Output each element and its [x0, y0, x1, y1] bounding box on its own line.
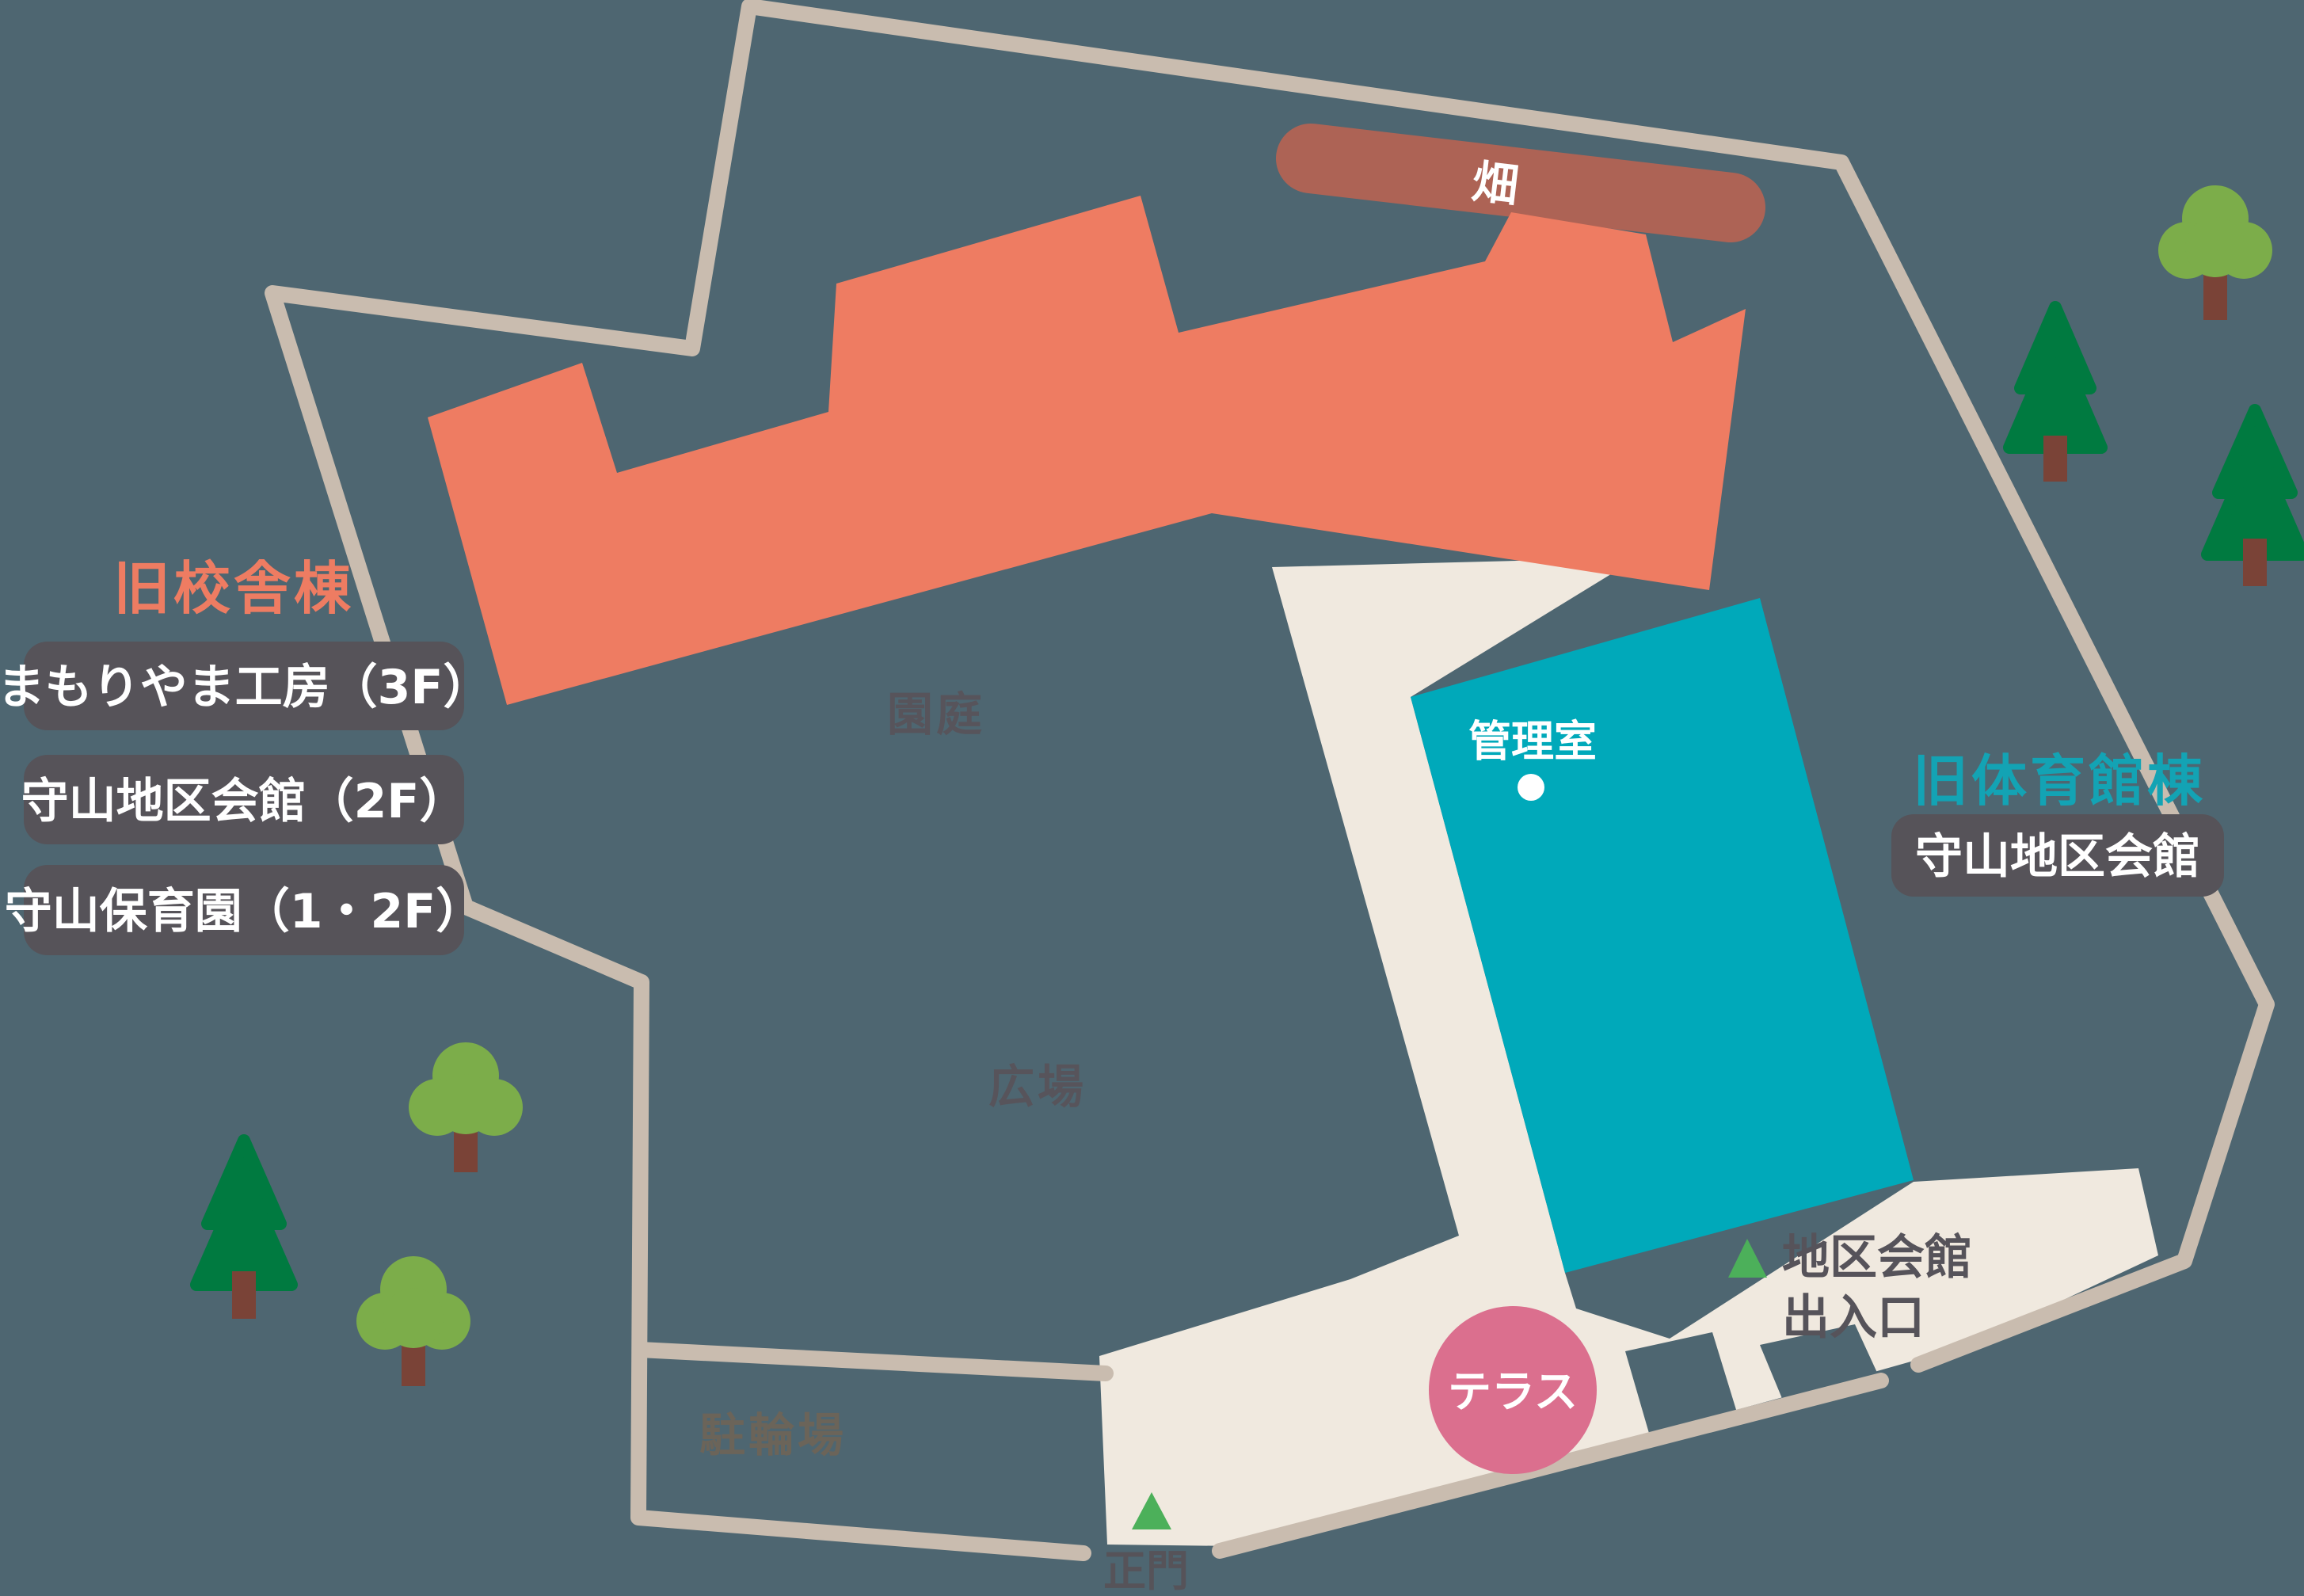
terrace-area: テラス [1429, 1306, 1597, 1474]
main-gate-label: 正門 [1103, 1546, 1189, 1596]
facility-pill-label: 守山地区会館 [1915, 829, 2200, 885]
round-tree-icon [2158, 185, 2272, 320]
garden-label: 園庭 [887, 688, 985, 741]
main-gate-triangle-icon [1132, 1492, 1171, 1529]
trees [190, 185, 2304, 1386]
facility-pill [24, 642, 464, 730]
facility-pill [24, 755, 464, 844]
plaza-label: 広場 [988, 1060, 1087, 1114]
facility-pill [24, 865, 464, 955]
facility-pill-label: まもりやま工房（3F） [0, 660, 490, 715]
tree-trunk [2243, 539, 2267, 586]
walkway-area [1099, 558, 2158, 1546]
hall-entrance-triangle-icon [1728, 1239, 1767, 1278]
facility-pill [1891, 814, 2224, 897]
field-label: 畑 [1469, 154, 1521, 213]
admin-room-label: 管理室 [1468, 717, 1597, 767]
hall-entrance-label-line2: 出入口 [1782, 1290, 1925, 1346]
tree-trunk [232, 1271, 256, 1319]
old-school-building [428, 196, 1746, 705]
site-outline-south [1212, 1373, 1889, 1559]
old-gym-title: 旧体育館棟 [1913, 748, 2206, 813]
old-school-title: 旧校舎棟 [113, 555, 354, 622]
round-tree-icon [356, 1256, 470, 1386]
bike-parking-fence [632, 1342, 1114, 1381]
site-outline [265, 0, 2275, 1561]
field-strip: 畑 [1276, 124, 1765, 242]
admin-room-dot-icon [1518, 774, 1544, 801]
terrace-label: テラス [1448, 1366, 1578, 1417]
site-outline-main [265, 0, 2275, 1561]
facility-pill-label: 守山保育園（1・2F） [5, 884, 483, 939]
tree-trunk [2203, 269, 2227, 320]
walkway-cutout [1625, 1332, 1755, 1499]
round-tree-icon [409, 1042, 523, 1172]
old-gym-building [1411, 598, 1914, 1273]
hall-entrance-label-line1: 地区会館 [1782, 1230, 1972, 1286]
admin-room-marker: 管理室 [1468, 717, 1597, 801]
old-school-legend: 旧校舎棟 まもりやま工房（3F） 守山地区会館（2F） 守山保育園（1・2F） [0, 555, 490, 955]
field-strip-shape [1276, 124, 1765, 242]
hall-entrance-marker: 地区会館 出入口 [1728, 1230, 1972, 1346]
terrace-circle [1429, 1306, 1597, 1474]
tree-trunk [2043, 436, 2067, 482]
facility-pill-label: 守山地区会館（2F） [21, 774, 467, 829]
bike-parking-label: 駐輪場 [699, 1408, 847, 1462]
main-gate-marker: 正門 [1103, 1492, 1189, 1596]
old-gym-legend: 旧体育館棟 守山地区会館 [1891, 748, 2224, 897]
